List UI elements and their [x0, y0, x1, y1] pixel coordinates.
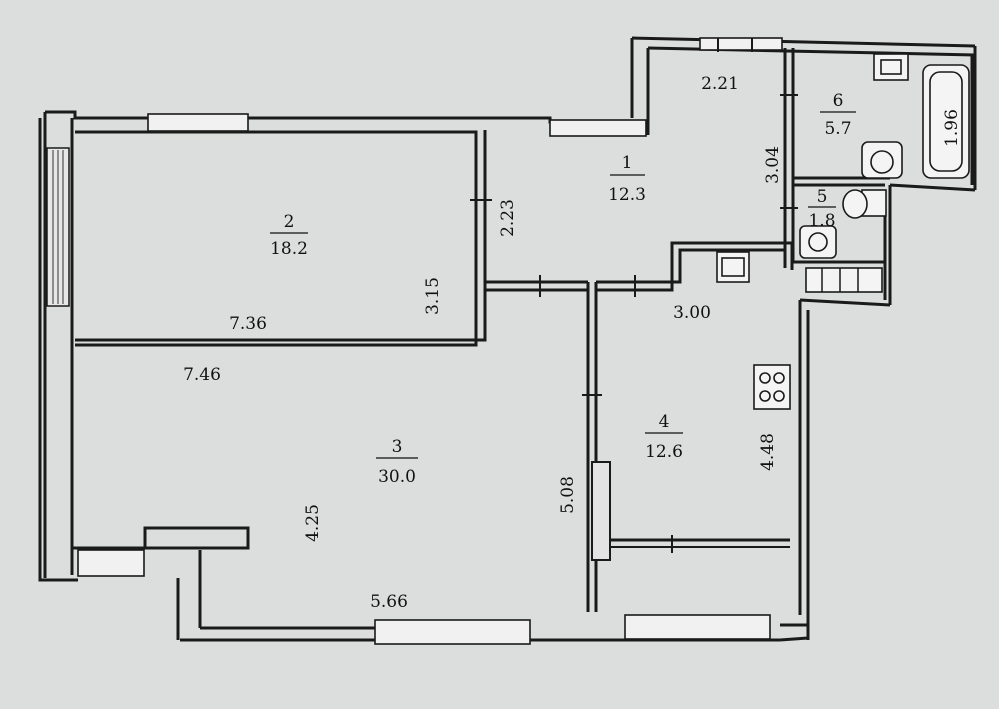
- dimension-label: 4.48: [758, 433, 778, 471]
- dimensions: 2.21 3.04 2.23 3.15 7.36 7.46 3.00 4.48 …: [183, 74, 962, 612]
- room-number: 2: [284, 212, 295, 232]
- stove-icon: [753, 364, 791, 410]
- radiator-icon: [805, 267, 883, 293]
- dimension-label: 3.00: [673, 303, 711, 323]
- dimension-label: 5.08: [558, 476, 578, 514]
- room-number: 5: [817, 187, 828, 207]
- room-number: 1: [622, 153, 633, 173]
- balcony-strip: [46, 147, 70, 307]
- room-number: 4: [659, 412, 670, 432]
- dimension-label: 5.66: [370, 592, 408, 612]
- room-area: 1.8: [808, 211, 835, 231]
- dimension-label: 7.46: [183, 365, 221, 385]
- pillar: [591, 461, 611, 561]
- room-area: 12.3: [608, 185, 646, 205]
- interior-walls: [72, 48, 890, 612]
- room-labels: 1 12.3 2 18.2 3 30.0 4 12.6 5 1.8 6 5.7: [270, 91, 856, 487]
- room-area: 30.0: [378, 467, 416, 487]
- dimension-label: 1.96: [942, 109, 962, 147]
- dimension-label: 3.04: [763, 146, 783, 184]
- room-area: 18.2: [270, 239, 308, 259]
- dimension-label: 7.36: [229, 314, 267, 334]
- dimension-label: 2.23: [498, 199, 518, 237]
- dimension-label: 2.21: [701, 74, 739, 94]
- dimension-label: 3.15: [423, 277, 443, 315]
- outer-walls: [38, 36, 977, 642]
- room-area: 12.6: [645, 442, 683, 462]
- windows: [77, 37, 783, 645]
- door-marks: [470, 38, 798, 553]
- room-number: 6: [833, 91, 844, 111]
- room-number: 3: [392, 437, 403, 457]
- room-area: 5.7: [824, 119, 851, 139]
- dimension-label: 4.25: [303, 504, 323, 542]
- fixtures: [716, 53, 970, 410]
- cabinet-icon: [873, 53, 909, 81]
